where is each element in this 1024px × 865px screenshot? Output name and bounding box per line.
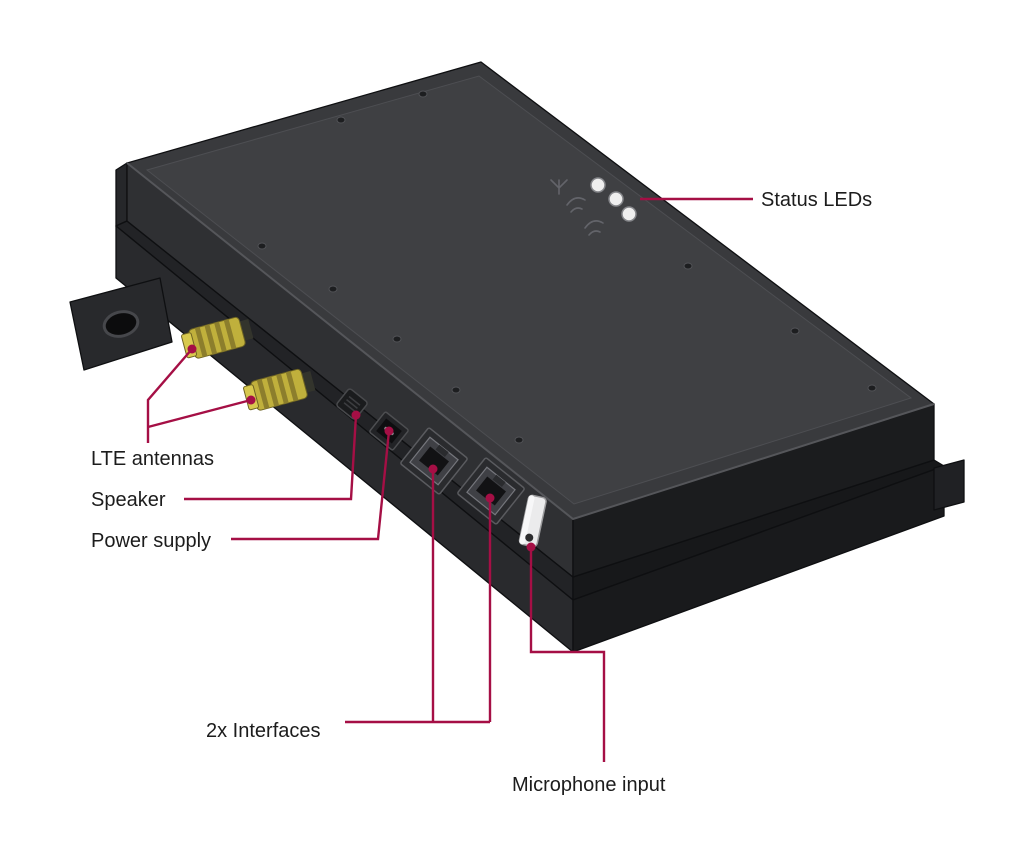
status-leds [590,177,637,222]
lte-antenna-connector-2 [243,368,316,411]
callouts: Status LEDs LTE antennas Speaker Power s… [91,189,872,796]
screw-marks [257,90,877,444]
cellular-signal-icon [584,220,604,236]
label-lte-antennas: LTE antennas [91,448,214,470]
lte-antenna-connector-1 [181,316,254,359]
callout-lte-antennas: LTE antennas [91,344,256,470]
status-led-3 [621,206,637,222]
device-left-end-face [115,162,128,227]
mounting-flange-left [69,277,173,371]
device-base-front-right [572,465,945,653]
device-top-lid [145,75,913,505]
label-interfaces: 2x Interfaces [206,720,321,742]
status-led-2 [608,191,624,207]
label-speaker: Speaker [91,489,166,511]
label-power-supply: Power supply [91,530,211,552]
interface-port-1 [400,427,468,495]
wifi-icon [566,197,586,213]
label-microphone-input: Microphone input [512,774,666,796]
device-front-edge-highlight [126,162,935,521]
callout-power-supply: Power supply [91,426,394,552]
callout-interfaces: 2x Interfaces [206,464,495,742]
mounting-flange-right [933,459,965,511]
speaker-port [336,388,368,420]
signal-icons [550,179,604,236]
mounting-hole [102,310,140,338]
callout-speaker: Speaker [91,410,361,511]
device-illustration [69,61,965,653]
interface-port-2 [457,457,525,525]
callout-status-leds: Status LEDs [640,189,872,211]
antenna-icon [550,179,568,195]
microphone-jack [518,494,547,548]
label-status-leds: Status LEDs [761,189,872,211]
callout-microphone-input: Microphone input [512,542,666,796]
status-led-1 [590,177,606,193]
